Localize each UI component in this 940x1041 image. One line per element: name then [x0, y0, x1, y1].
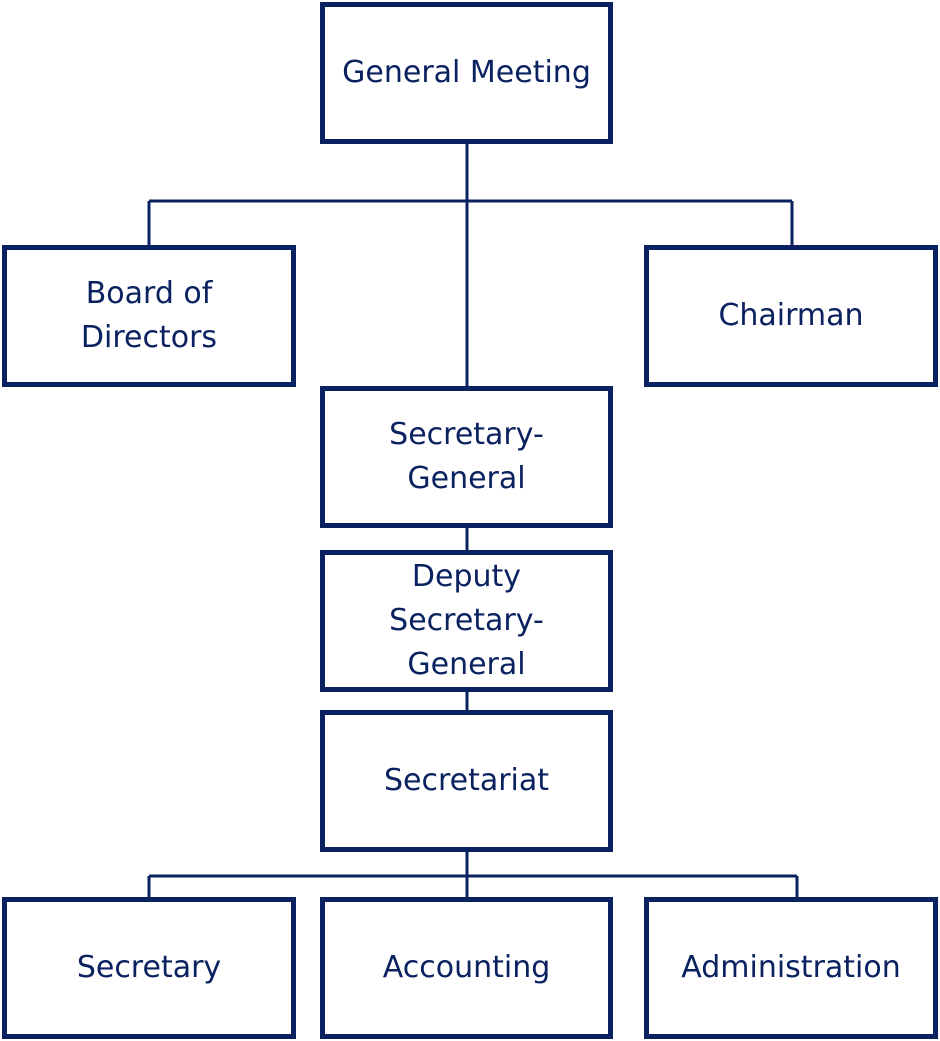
node-administration: Administration [644, 897, 938, 1039]
node-administration-label: Administration [681, 950, 901, 985]
node-secretary-general-label: Secretary- General [389, 417, 544, 496]
node-secretary-general: Secretary- General [320, 386, 613, 528]
node-general-meeting: General Meeting [320, 2, 613, 144]
node-general-meeting-label: General Meeting [342, 55, 591, 90]
node-secretary: Secretary [2, 897, 296, 1039]
node-secretariat: Secretariat [320, 710, 613, 852]
node-board-of-directors: Board of Directors [2, 245, 296, 387]
node-board-of-directors-label: Board of Directors [80, 276, 218, 355]
node-chairman: Chairman [644, 245, 938, 387]
node-accounting-label: Accounting [382, 950, 551, 985]
node-deputy-secretary-general: Deputy Secretary- General [320, 550, 613, 692]
node-secretary-label: Secretary [76, 950, 222, 985]
node-deputy-secretary-general-label: Deputy Secretary- General [389, 559, 544, 682]
node-accounting: Accounting [320, 897, 613, 1039]
node-secretariat-label: Secretariat [383, 763, 550, 798]
node-chairman-label: Chairman [718, 298, 864, 333]
